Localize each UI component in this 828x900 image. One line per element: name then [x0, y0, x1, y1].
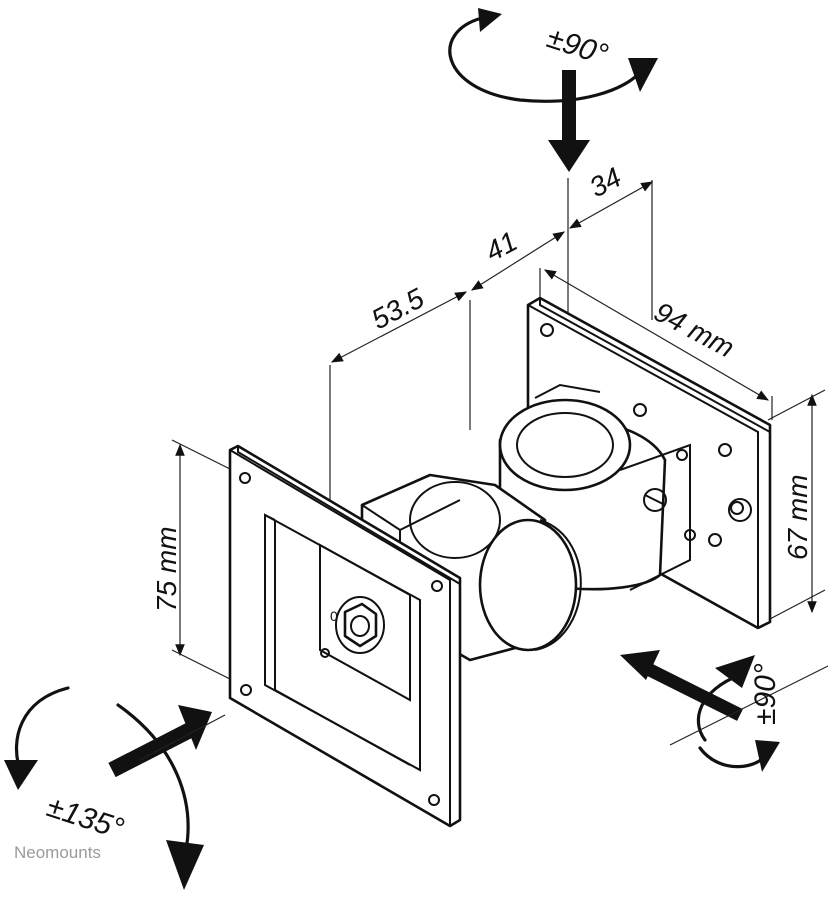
- top-rotation-indicator: ±90°: [448, 8, 658, 172]
- bolt-marker: 0: [330, 608, 338, 624]
- right-rotation-indicator: ±90°: [620, 650, 828, 772]
- left-rotation-label: ±135°: [43, 790, 128, 846]
- brand-watermark: Neomounts: [14, 843, 101, 862]
- dimension-34-label: 34: [584, 161, 626, 203]
- right-rotation-label: ±90°: [749, 663, 782, 725]
- dimension-94mm-label: 94 mm: [649, 296, 739, 364]
- vesa-plate: 0: [228, 444, 462, 828]
- dimension-75mm-label: 75 mm: [151, 526, 182, 612]
- dimension-41-label: 41: [480, 225, 522, 267]
- top-rotation-label: ±90°: [543, 21, 612, 71]
- dimension-67mm-label: 67 mm: [782, 474, 813, 560]
